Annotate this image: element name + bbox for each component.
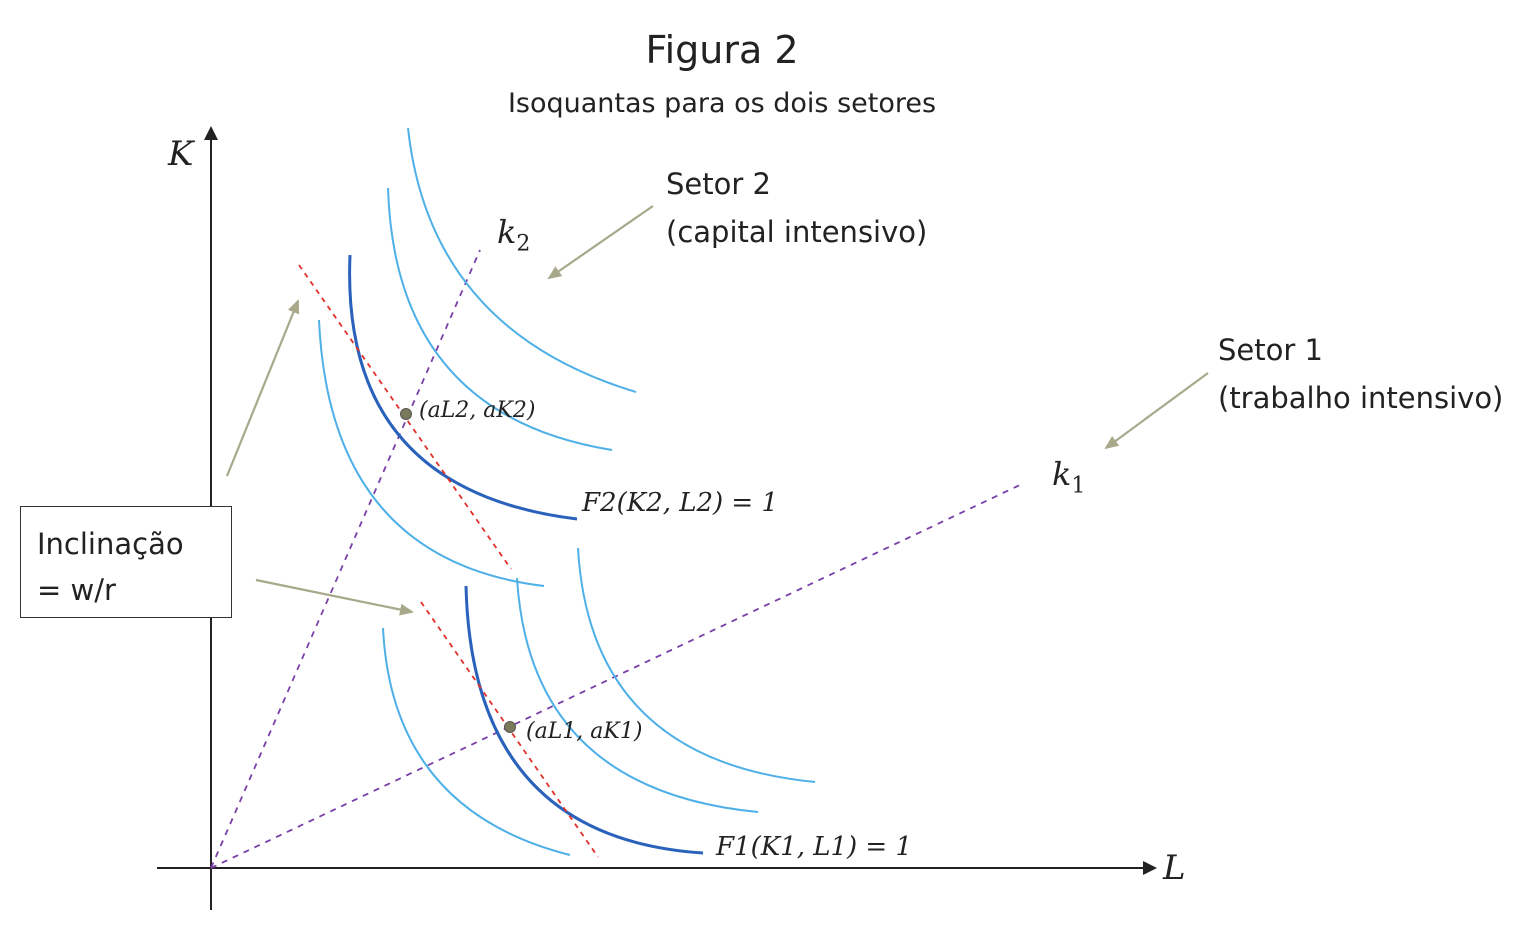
tangent-sector2	[298, 264, 512, 570]
ray-k2-label: k2	[497, 213, 530, 256]
sector1-label: Setor 1 (trabalho intensivo)	[1218, 326, 1503, 422]
point-sector2-label: (aL2, aK2)	[419, 398, 536, 423]
isoquant-sector1-inner	[382, 627, 571, 856]
isoquant-sector1-outer-1	[577, 547, 816, 783]
tangent-sector1	[420, 601, 599, 858]
isoquant-sector2-outer-2	[387, 187, 613, 451]
sector1-label-line1: Setor 1	[1218, 333, 1323, 367]
slope-box-line1: Inclinação	[37, 527, 184, 561]
point-sector1-label: (aL1, aK1)	[526, 719, 643, 744]
slope-box: Inclinação = w/r	[20, 506, 232, 618]
ray-k2	[210, 249, 481, 869]
x-axis-label: L	[1163, 848, 1186, 888]
arrow-slope-upper	[225, 299, 300, 477]
figure-title: Figura 2	[645, 28, 799, 72]
sector2-label: Setor 2 (capital intensivo)	[666, 160, 927, 256]
isoquant-f1-label: F1(K1, L1) = 1	[716, 832, 913, 862]
isoquant-sector2-outer-1	[407, 127, 637, 393]
isoquant-sector2-inner	[318, 319, 545, 587]
arrow-sector2	[547, 205, 654, 280]
ray-k2-label-main: k	[497, 213, 517, 251]
point-sector2	[400, 408, 412, 420]
isoquant-f2-label: F2(K2, L2) = 1	[582, 488, 779, 518]
sector2-label-line2: (capital intensivo)	[666, 215, 928, 249]
point-sector1	[504, 721, 516, 733]
ray-k1-label-main: k	[1052, 455, 1072, 493]
ray-k1-label-sub: 1	[1071, 473, 1086, 499]
figure-subtitle: Isoquantas para os dois setores	[507, 88, 937, 119]
ray-k2-label-sub: 2	[516, 231, 531, 257]
ray-k1	[210, 483, 1023, 869]
isoquant-sector1-outer-2	[516, 577, 759, 813]
sector2-label-line1: Setor 2	[666, 167, 771, 201]
arrow-slope-lower	[255, 578, 414, 616]
isoquant-f2	[348, 254, 578, 521]
y-axis-label: K	[168, 134, 194, 174]
slope-box-line2: = w/r	[37, 573, 116, 607]
isoquant-f1	[464, 585, 704, 855]
sector1-label-line2: (trabalho intensivo)	[1218, 381, 1504, 415]
arrow-sector1	[1104, 372, 1209, 450]
ray-k1-label: k1	[1052, 455, 1085, 498]
